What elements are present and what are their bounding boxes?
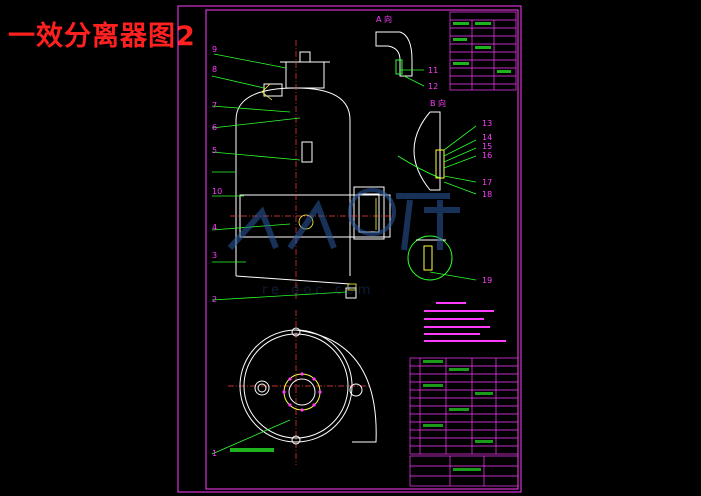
callout-6: 6	[212, 123, 217, 132]
title-block	[409, 455, 519, 487]
callout-12: 12	[428, 82, 438, 91]
callout-17: 17	[482, 178, 492, 187]
callout-14: 14	[482, 133, 492, 142]
inner-frame	[205, 9, 519, 490]
callout-4: 4	[212, 223, 217, 232]
leader-lines	[211, 53, 477, 455]
callout-9: 9	[212, 45, 217, 54]
callout-3: 3	[212, 251, 217, 260]
watermark-text: re doc.com	[262, 283, 374, 298]
detail-a-view	[375, 31, 413, 77]
callout-5: 5	[212, 146, 217, 155]
vessel-elevation	[235, 51, 391, 299]
callout-13: 13	[482, 119, 492, 128]
callout-8: 8	[212, 65, 217, 74]
detail-b-view	[397, 111, 445, 191]
callout-18: 18	[482, 190, 492, 199]
detail-circle	[407, 235, 453, 281]
callout-1: 1	[212, 449, 217, 458]
vessel-plan-view	[239, 327, 377, 445]
callout-15: 15	[482, 142, 492, 151]
callout-2: 2	[212, 295, 217, 304]
callout-16: 16	[482, 151, 492, 160]
parts-list-table	[409, 357, 519, 455]
outer-frame	[177, 5, 522, 493]
callout-19: 19	[482, 276, 492, 285]
callout-7: 7	[212, 101, 217, 110]
section-label-a: A 向	[376, 14, 392, 24]
parameter-table	[449, 11, 517, 91]
technical-notes	[424, 302, 506, 342]
callout-10: 10	[212, 187, 222, 196]
drawing-title: 一效分离器图2	[8, 21, 196, 52]
section-label-b: B 向	[430, 98, 446, 108]
watermark: re doc.com	[227, 188, 460, 298]
callout-11: 11	[428, 66, 438, 75]
